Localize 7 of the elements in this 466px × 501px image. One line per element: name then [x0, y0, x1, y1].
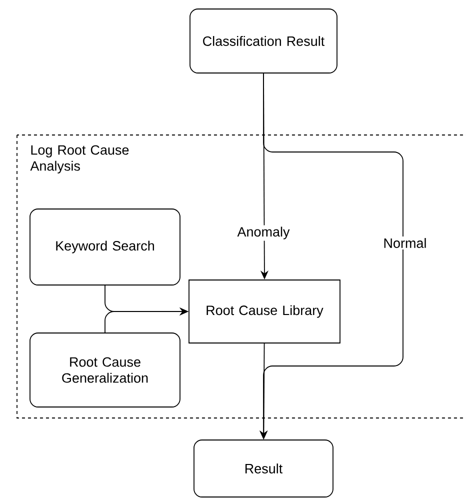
process-box: Classification Result: [190, 8, 338, 74]
edge-label: Normal: [382, 236, 428, 250]
process-box: Root Cause Generalization: [30, 332, 180, 408]
edge-label: Anomaly: [236, 225, 292, 241]
library-box: Root Cause Library: [188, 280, 340, 344]
process-box: Keyword Search: [30, 208, 180, 286]
process-box: Result: [194, 440, 334, 498]
